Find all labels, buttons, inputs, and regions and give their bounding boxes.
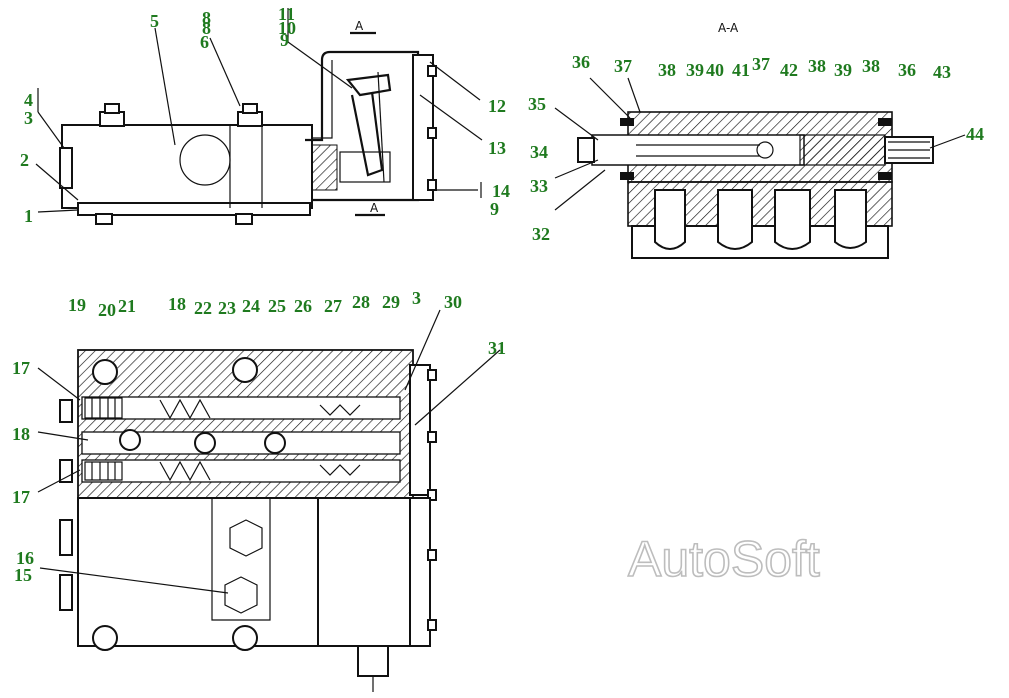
callout-label: 18 xyxy=(12,424,30,444)
callout-label: 27 xyxy=(324,296,342,316)
callout-label: 38 xyxy=(658,60,676,80)
callout-label: 24 xyxy=(242,296,260,316)
callout-label: 40 xyxy=(706,60,724,80)
section-a-a-view xyxy=(554,77,966,259)
callout-label: 4 xyxy=(24,90,33,110)
callout-label: 17 xyxy=(12,487,30,507)
callout-label: 38 xyxy=(808,56,826,76)
callout-label: 34 xyxy=(530,142,548,162)
callouts: 1 2 3 4 5 6 8 8 9 10 11 12 13 14 9 32 33… xyxy=(12,4,984,585)
callout-label: 28 xyxy=(352,292,370,312)
callout-label: 37 xyxy=(752,54,770,74)
callout-label: 17 xyxy=(12,358,30,378)
callout-label: 35 xyxy=(528,94,546,114)
callout-label: 37 xyxy=(614,56,632,76)
callout-label: 31 xyxy=(488,338,506,358)
callout-label: 42 xyxy=(780,60,798,80)
callout-label: 32 xyxy=(532,224,550,244)
callout-label: 39 xyxy=(686,60,704,80)
callout-label: 44 xyxy=(966,124,984,144)
callout-label: 18 xyxy=(168,294,186,314)
callout-label: 6 xyxy=(200,32,209,52)
callout-label: 12 xyxy=(488,96,506,116)
callout-label: 33 xyxy=(530,176,548,196)
callout-label: 19 xyxy=(68,295,86,315)
callout-label: 1 xyxy=(24,206,33,226)
callout-label: 10 xyxy=(278,18,296,38)
callout-label: 22 xyxy=(194,298,212,318)
callout-label: 14 xyxy=(492,181,510,201)
sectional-view xyxy=(37,309,501,692)
callout-label: 8 xyxy=(202,8,211,28)
callout-label: 11 xyxy=(278,4,295,24)
callout-label: 15 xyxy=(14,565,32,585)
section-mark-top: A xyxy=(355,19,364,33)
callout-label: 3 xyxy=(412,288,421,308)
callout-label: 3 xyxy=(24,108,33,128)
callout-label: 26 xyxy=(294,296,312,316)
callout-label: 29 xyxy=(382,292,400,312)
callout-label: 36 xyxy=(898,60,916,80)
callout-label: 13 xyxy=(488,138,506,158)
callout-label: 2 xyxy=(20,150,29,170)
callout-label: 25 xyxy=(268,296,286,316)
callout-label: 38 xyxy=(862,56,880,76)
callout-label: 9 xyxy=(280,30,289,50)
callout-label: 9 xyxy=(490,199,499,219)
side-view xyxy=(35,8,483,225)
section-mark-bottom: A xyxy=(370,201,379,215)
callout-label: 16 xyxy=(16,548,34,568)
callout-label: 20 xyxy=(98,300,116,320)
callout-label: 21 xyxy=(118,296,136,316)
callout-label: 39 xyxy=(834,60,852,80)
callout-label: 36 xyxy=(572,52,590,72)
callout-label: 30 xyxy=(444,292,462,312)
callout-label: 8 xyxy=(202,18,211,38)
callout-label: 43 xyxy=(933,62,951,82)
callout-label: 23 xyxy=(218,298,236,318)
callout-label: 41 xyxy=(732,60,750,80)
section-view-label: A-A xyxy=(718,21,739,35)
watermark: AutoSoft xyxy=(628,531,820,587)
callout-label: 5 xyxy=(150,11,159,31)
